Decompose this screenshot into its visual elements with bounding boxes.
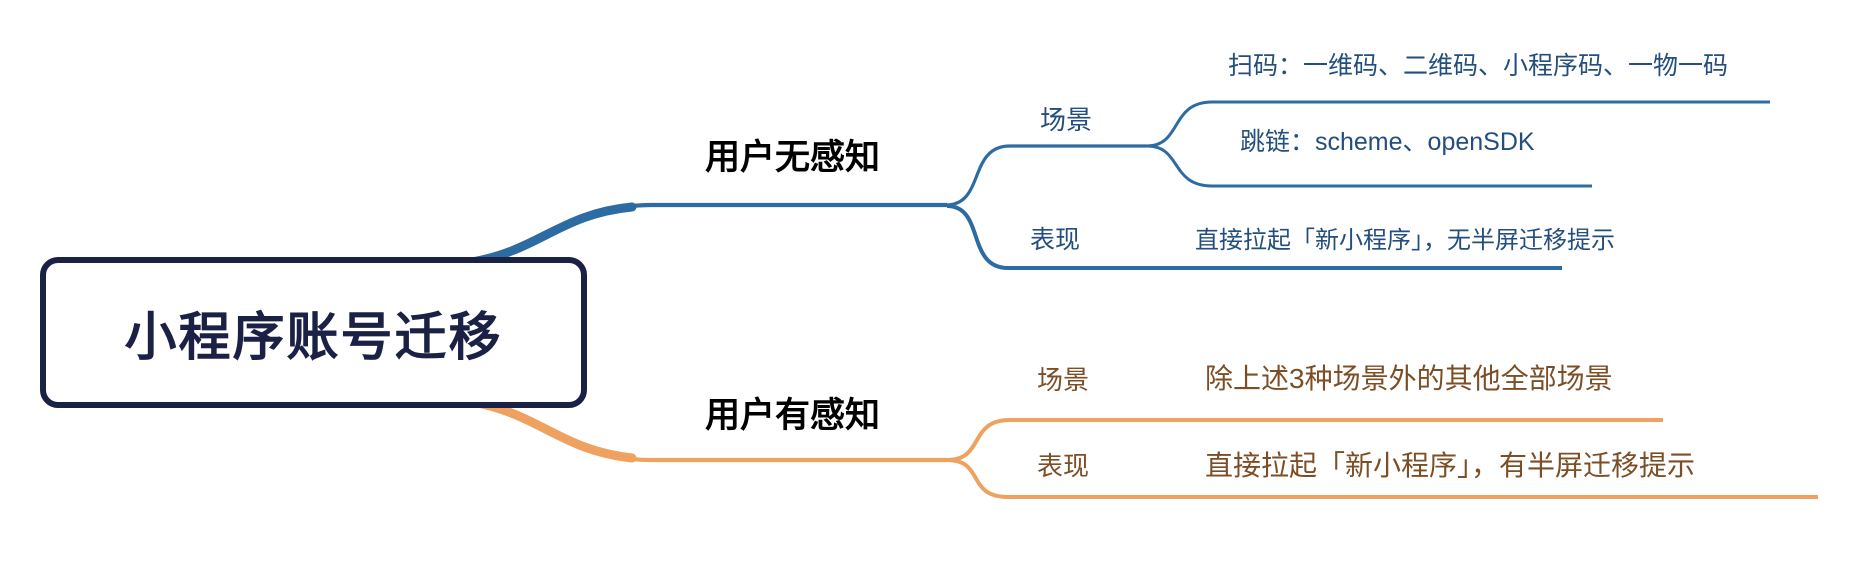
blue-performance-leaf-text[interactable]: 直接拉起「新小程序」，无半屏迁移提示 [1195, 227, 1615, 254]
orange-scene-leaf-text[interactable]: 除上述3种场景外的其他全部场景 [1205, 363, 1613, 394]
blue-scene-node-label[interactable]: 场景 [1040, 105, 1093, 135]
blue-scan-leaf-text[interactable]: 扫码：一维码、二维码、小程序码、一物一码 [1228, 52, 1729, 80]
root-node-label: 小程序账号迁移 [124, 309, 503, 367]
blue-jumplink-leaf-line [1146, 144, 1592, 188]
blue-scene-node-line [946, 144, 1147, 207]
branch-label-user-perceptible[interactable]: 用户有感知 [705, 396, 881, 435]
blue-scan-leaf-line [1146, 100, 1770, 148]
orange-performance-node-line [946, 458, 1818, 499]
branch-label-user-imperceptible[interactable]: 用户无感知 [705, 138, 881, 177]
orange-scene-node-line [946, 418, 1663, 462]
orange-performance-node-label[interactable]: 表现 [1037, 451, 1090, 481]
blue-jumplink-leaf-text[interactable]: 跳链：scheme、openSDK [1240, 128, 1535, 156]
root-node[interactable]: 小程序账号迁移 [40, 257, 587, 408]
blue-performance-node-line [946, 204, 1562, 270]
orange-scene-node-label[interactable]: 场景 [1037, 365, 1090, 395]
orange-performance-leaf-text[interactable]: 直接拉起「新小程序」，有半屏迁移提示 [1205, 450, 1696, 481]
blue-performance-node-label[interactable]: 表现 [1030, 226, 1081, 254]
